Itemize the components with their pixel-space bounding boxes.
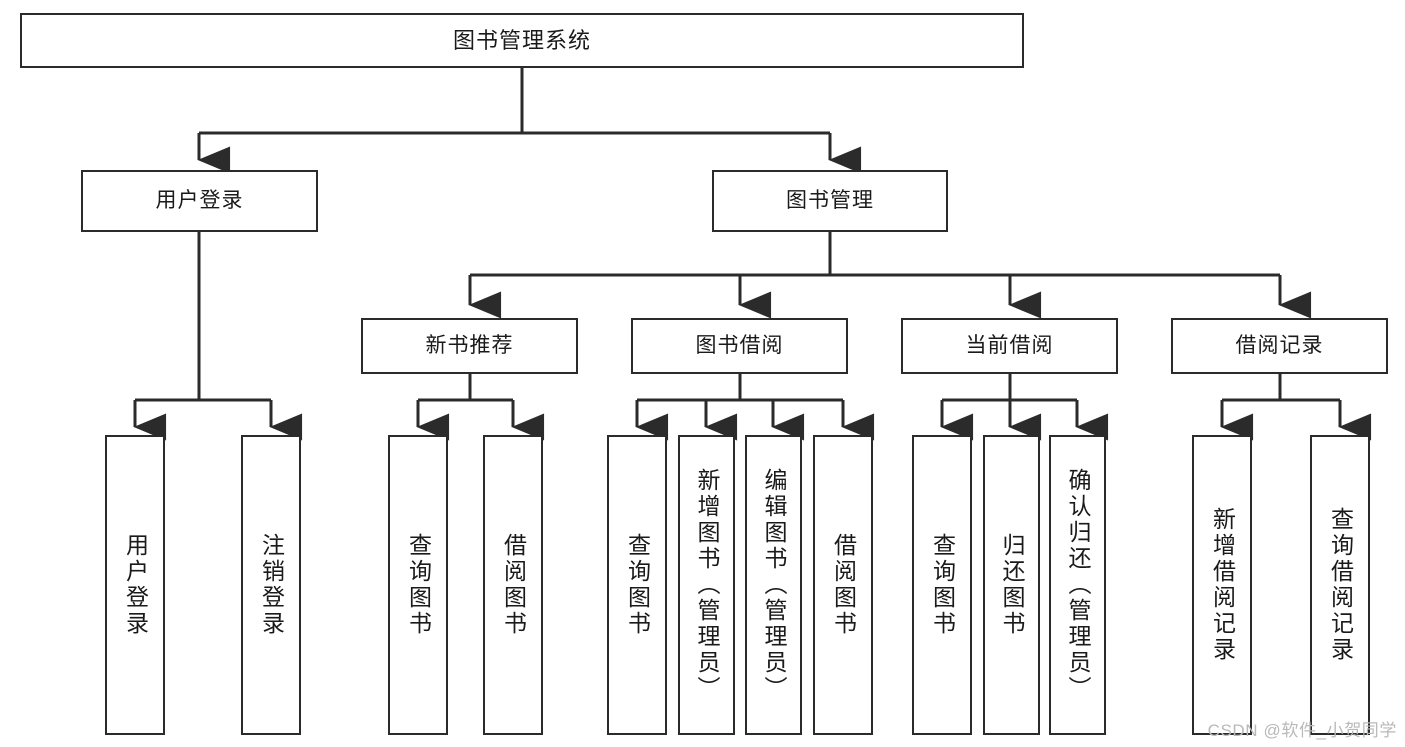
node-label: 编辑图书（管理员） [761, 468, 787, 702]
node-label: 确认归还（管理员） [1065, 468, 1091, 702]
leaf-query-books-recommendation[interactable]: 查询图书 [388, 435, 448, 735]
node-label: 图书管理系统 [452, 27, 591, 53]
node-label: 归还图书 [999, 533, 1025, 637]
leaf-add-book-admin[interactable]: 新增图书（管理员） [678, 435, 735, 735]
leaf-query-books-current[interactable]: 查询图书 [912, 435, 972, 735]
node-label: 用户登录 [155, 188, 244, 212]
node-label: 图书借阅 [695, 333, 784, 357]
node-label: 当前借阅 [965, 333, 1054, 357]
node-label: 借阅图书 [830, 533, 857, 637]
node-root-book-management-system[interactable]: 图书管理系统 [20, 13, 1024, 68]
node-new-book-recommendation[interactable]: 新书推荐 [361, 318, 578, 374]
leaf-user-login[interactable]: 用户登录 [105, 435, 165, 735]
leaf-borrow-books-recommendation[interactable]: 借阅图书 [483, 435, 543, 735]
leaf-confirm-return-admin[interactable]: 确认归还（管理员） [1049, 435, 1106, 735]
node-label: 新增借阅记录 [1209, 507, 1236, 663]
node-user-login[interactable]: 用户登录 [81, 170, 318, 232]
node-label: 用户登录 [122, 533, 149, 637]
node-label: 查询图书 [624, 533, 651, 637]
watermark-csdn: CSDN @软件_小贺同学 [1207, 721, 1397, 740]
node-borrowing-records[interactable]: 借阅记录 [1171, 318, 1388, 374]
node-label: 查询借阅记录 [1327, 507, 1354, 663]
leaf-borrow-books[interactable]: 借阅图书 [813, 435, 873, 735]
node-label: 查询图书 [929, 533, 956, 637]
leaf-query-borrow-record[interactable]: 查询借阅记录 [1310, 435, 1370, 735]
leaf-return-books[interactable]: 归还图书 [983, 435, 1040, 735]
node-label: 查询图书 [405, 533, 432, 637]
leaf-logout[interactable]: 注销登录 [241, 435, 301, 735]
node-book-borrowing[interactable]: 图书借阅 [631, 318, 848, 374]
node-book-management[interactable]: 图书管理 [712, 170, 948, 232]
node-current-borrowing[interactable]: 当前借阅 [901, 318, 1118, 374]
node-label: 借阅记录 [1235, 333, 1324, 357]
node-label: 注销登录 [258, 533, 285, 637]
node-label: 借阅图书 [500, 533, 527, 637]
leaf-add-borrow-record[interactable]: 新增借阅记录 [1192, 435, 1252, 735]
leaf-edit-book-admin[interactable]: 编辑图书（管理员） [745, 435, 802, 735]
node-label: 图书管理 [786, 188, 874, 212]
node-label: 新增图书（管理员） [694, 468, 720, 702]
leaf-query-books-borrowing[interactable]: 查询图书 [607, 435, 667, 735]
node-label: 新书推荐 [425, 333, 514, 357]
